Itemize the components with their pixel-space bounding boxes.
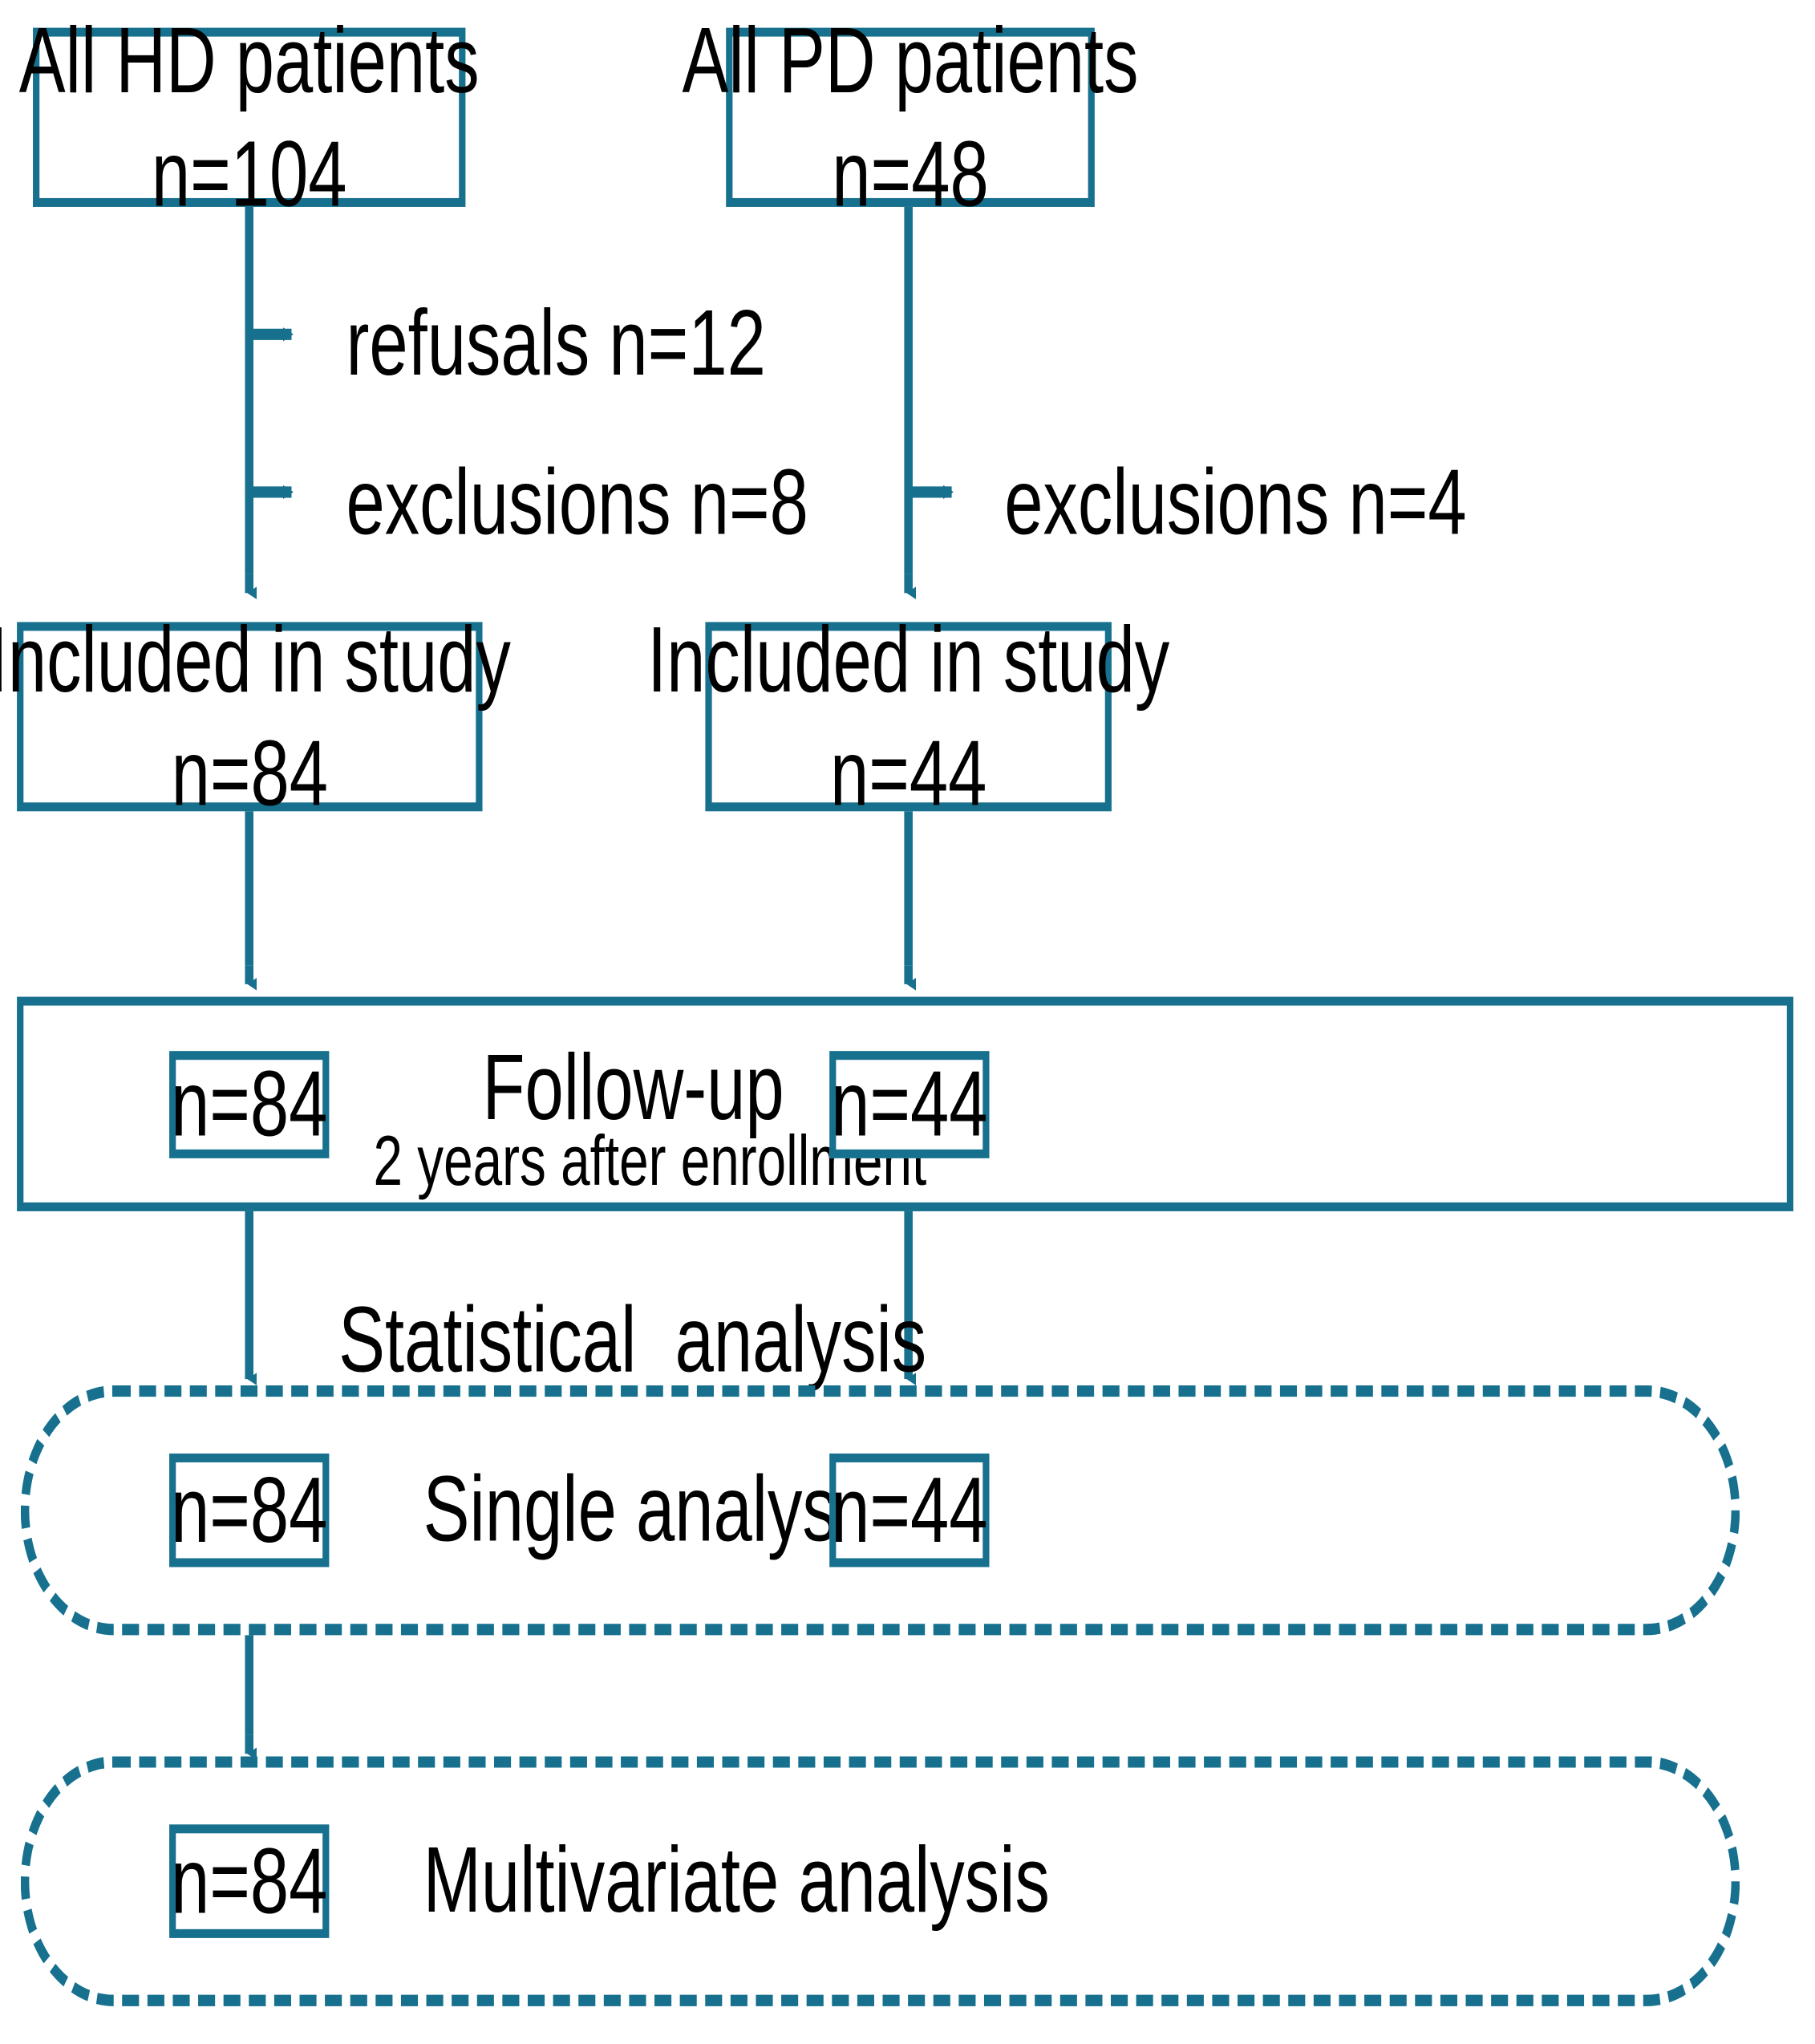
pd-included-count: n=44	[829, 720, 987, 825]
multivariate-analysis-count-box[interactable]: n=84	[169, 1824, 330, 1938]
node-pd-included-in-study[interactable]: Included in study n=44	[647, 606, 1169, 825]
single-analysis-label: Single analysis	[423, 1456, 888, 1561]
followup-title: Follow-up	[482, 1034, 784, 1140]
single-analysis-left-count: n=84	[170, 1457, 328, 1562]
followup-left-count-box[interactable]: n=84	[169, 1051, 330, 1158]
node-multivariate-analysis[interactable]	[20, 1756, 1740, 2006]
node-hd-included-in-study[interactable]: Included in study n=84	[0, 606, 511, 825]
followup-right-count-box[interactable]: n=44	[829, 1051, 990, 1158]
node-all-hd-patients[interactable]: All HD patients n=104	[19, 7, 480, 226]
followup-right-count: n=44	[831, 1051, 988, 1157]
label-hd-refusals: refusals n=12	[346, 290, 766, 395]
single-analysis-left-count-box[interactable]: n=84	[169, 1453, 330, 1567]
all-hd-patients-title: All HD patients	[18, 7, 480, 112]
label-statistical-analysis: Statistical analysis	[338, 1287, 927, 1392]
single-analysis-right-count: n=44	[831, 1457, 988, 1562]
hd-included-count: n=84	[171, 720, 329, 825]
pd-included-title: Included in study	[647, 606, 1170, 712]
label-pd-exclusions: exclusions n=4	[1004, 448, 1467, 554]
followup-left-count: n=84	[170, 1051, 328, 1157]
all-pd-patients-title: All PD patients	[682, 7, 1139, 112]
label-hd-exclusions: exclusions n=8	[346, 448, 808, 554]
followup-subtitle: 2 years after enrollment	[373, 1120, 927, 1200]
node-single-analysis[interactable]	[20, 1385, 1740, 1636]
node-all-pd-patients[interactable]: All PD patients n=48	[682, 7, 1138, 226]
multivariate-analysis-label: Multivariate analysis	[423, 1827, 1050, 1932]
all-hd-patients-count: n=104	[151, 120, 347, 226]
all-pd-patients-count: n=48	[832, 120, 989, 226]
single-analysis-right-count-box[interactable]: n=44	[829, 1453, 990, 1567]
multivariate-analysis-count: n=84	[170, 1827, 328, 1933]
hd-included-title: Included in study	[0, 606, 511, 712]
